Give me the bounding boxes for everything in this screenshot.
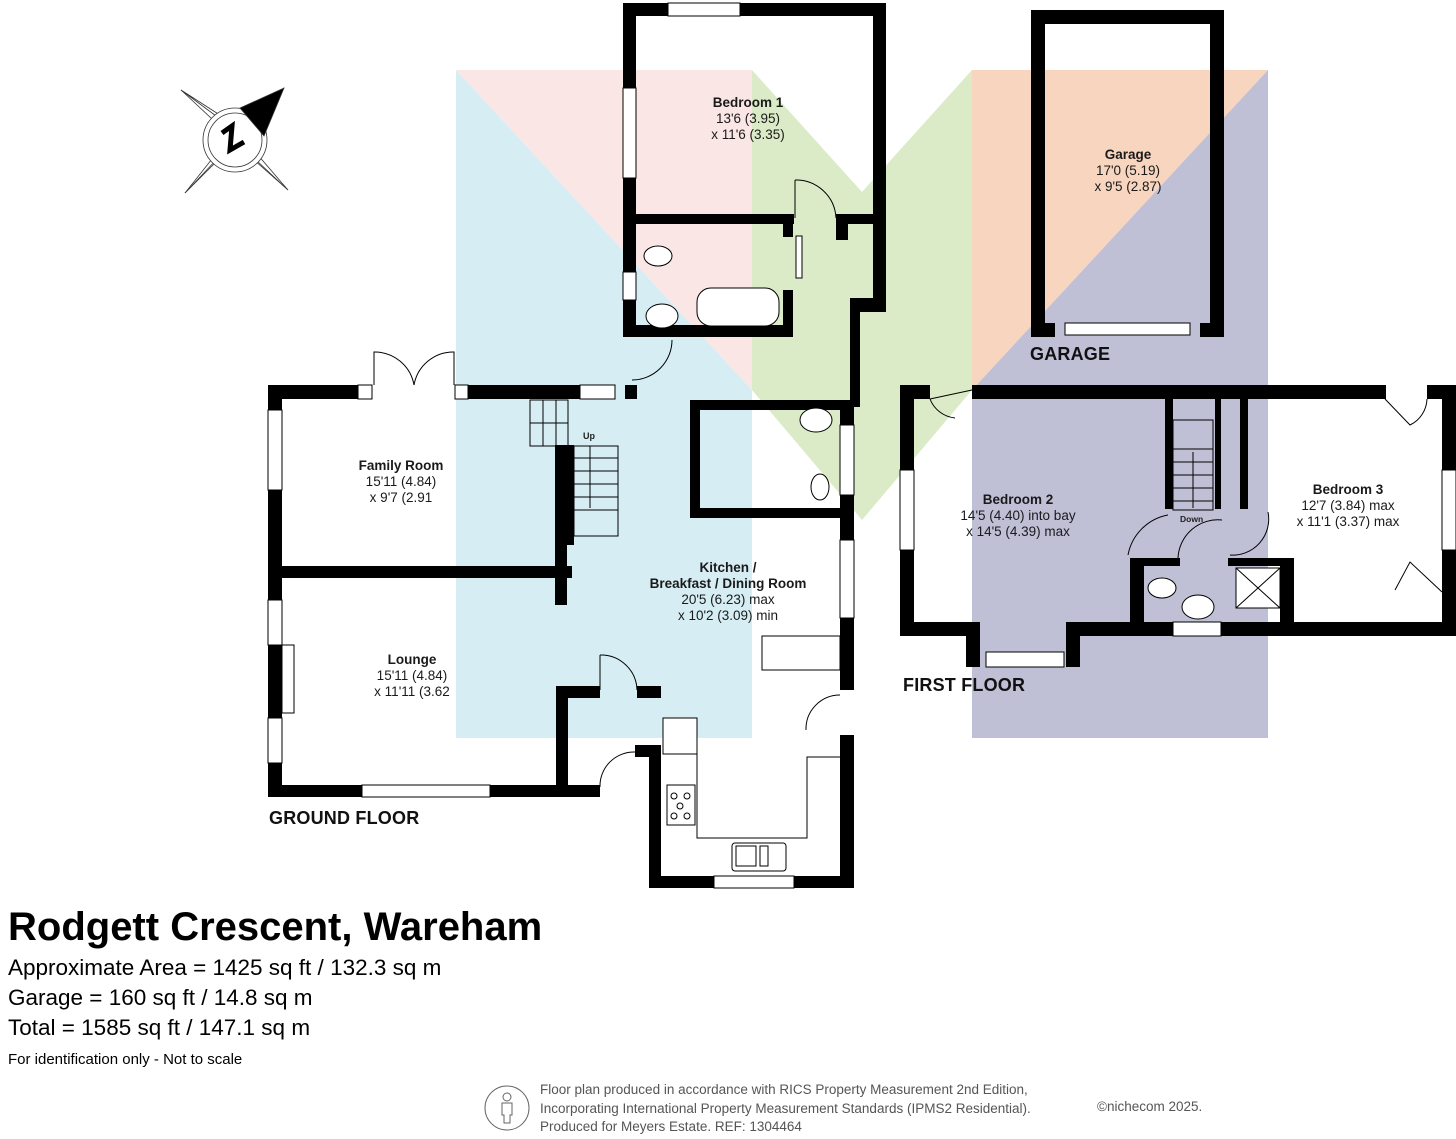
room-name: Lounge bbox=[387, 652, 437, 667]
garage-area: Garage = 160 sq ft / 14.8 sq m bbox=[8, 985, 313, 1010]
room-name: Breakfast / Dining Room bbox=[649, 576, 807, 591]
room-dimension: x 9'7 (2.91 bbox=[369, 490, 433, 505]
compass-north-icon bbox=[180, 87, 289, 194]
room-dimension: x 11'6 (3.35) bbox=[711, 127, 785, 142]
room-dimension: x 14'5 (4.39) max bbox=[966, 524, 1070, 539]
room-label-lounge: Lounge 15'11 (4.84) x 11'11 (3.62 bbox=[374, 652, 450, 700]
floor-label-garage: GARAGE bbox=[1030, 344, 1111, 364]
room-label-bedroom-1: Bedroom 1 13'6 (3.95) x 11'6 (3.35) bbox=[711, 95, 785, 143]
room-dimension: 12'7 (3.84) max bbox=[1301, 498, 1395, 513]
room-label-garage: Garage 17'0 (5.19) x 9'5 (2.87) bbox=[1094, 147, 1161, 195]
room-label-bedroom-2: Bedroom 2 14'5 (4.40) into bay x 14'5 (4… bbox=[960, 492, 1075, 540]
room-label-family-room: Family Room 15'11 (4.84) x 9'7 (2.91 bbox=[359, 458, 444, 506]
doors bbox=[373, 179, 1443, 788]
stairs-down-label: Down bbox=[1180, 514, 1204, 524]
room-name: Bedroom 2 bbox=[982, 492, 1054, 507]
floor-label-ground: GROUND FLOOR bbox=[269, 808, 420, 828]
room-dimension: 13'6 (3.95) bbox=[715, 111, 781, 126]
room-name: Bedroom 3 bbox=[1312, 482, 1384, 497]
copyright: ©nichecom 2025. bbox=[1097, 1099, 1203, 1114]
total-area: Total = 1585 sq ft / 147.1 sq m bbox=[8, 1015, 311, 1040]
room-dimension: 15'11 (4.84) bbox=[365, 474, 437, 489]
footer-line-3: Produced for Meyers Estate. REF: 1304464 bbox=[540, 1119, 802, 1134]
room-dimension: 20'5 (6.23) max bbox=[681, 592, 775, 607]
room-dimension: 15'11 (4.84) bbox=[376, 668, 448, 683]
room-dimension: 14'5 (4.40) into bay bbox=[960, 508, 1076, 523]
person-icon bbox=[484, 1085, 530, 1131]
disclaimer: For identification only - Not to scale bbox=[8, 1051, 243, 1068]
room-name: Bedroom 1 bbox=[712, 95, 784, 110]
room-label-kitchen: Kitchen / Breakfast / Dining Room 20'5 (… bbox=[650, 560, 807, 624]
floor-label-first: FIRST FLOOR bbox=[903, 675, 1026, 695]
fixtures bbox=[267, 2, 1456, 889]
property-title: Rodgett Crescent, Wareham bbox=[8, 905, 543, 949]
footer-line-1: Floor plan produced in accordance with R… bbox=[540, 1082, 1028, 1097]
room-name: Family Room bbox=[358, 458, 444, 473]
room-name: Kitchen / bbox=[699, 560, 757, 575]
room-dimension: x 11'11 (3.62 bbox=[374, 684, 450, 699]
room-dimension: x 9'5 (2.87) bbox=[1094, 179, 1162, 194]
room-name: Garage bbox=[1104, 147, 1152, 162]
approximate-area: Approximate Area = 1425 sq ft / 132.3 sq… bbox=[8, 955, 442, 980]
room-label-bedroom-3: Bedroom 3 12'7 (3.84) max x 11'1 (3.37) … bbox=[1297, 482, 1400, 530]
footer-line-2: Incorporating International Property Mea… bbox=[540, 1100, 1031, 1116]
room-dimension: x 10'2 (3.09) min bbox=[677, 608, 779, 623]
room-dimension: 17'0 (5.19) bbox=[1095, 163, 1161, 178]
stairs-up-label: Up bbox=[583, 431, 595, 441]
room-dimension: x 11'1 (3.37) max bbox=[1296, 514, 1400, 529]
